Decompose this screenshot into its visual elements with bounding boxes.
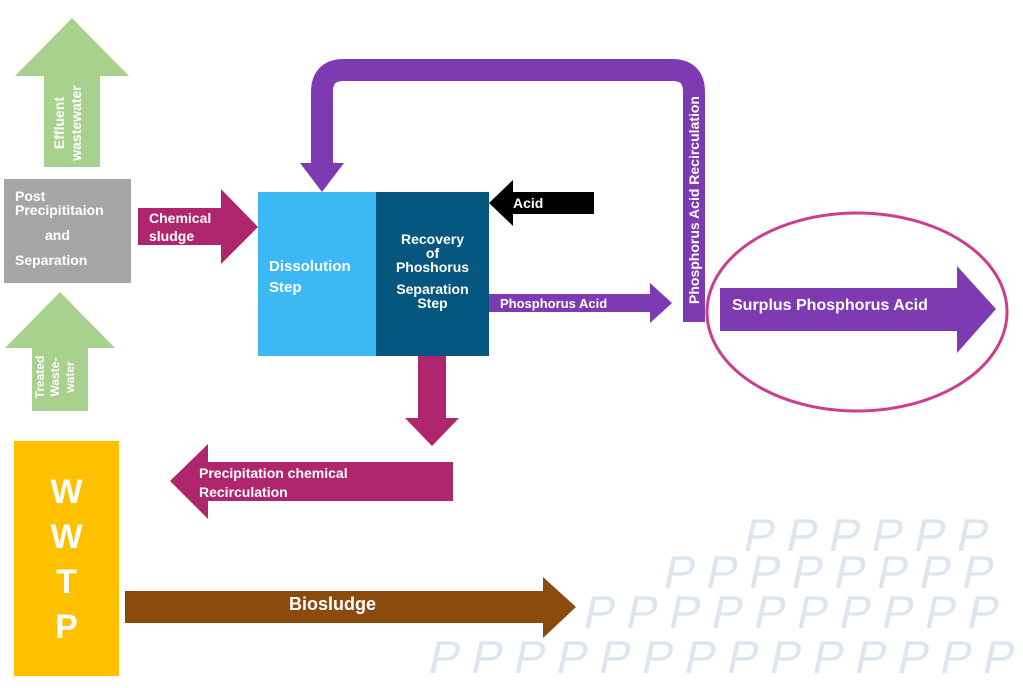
- dissolution-label: Dissolution Step: [269, 256, 351, 298]
- post-label-line: and: [45, 227, 70, 243]
- recovery-label-line: Recovery: [400, 231, 465, 247]
- wwtp-letter: W: [50, 518, 83, 556]
- dissolution-label-line: Dissolution: [269, 258, 351, 275]
- wwtp-letter: W: [50, 473, 83, 511]
- acid-arrow: [489, 180, 594, 226]
- effluent-label: Effluent wastewater: [51, 28, 91, 218]
- recirculation-loop: [311, 59, 705, 322]
- chemical-sludge-line: Chemical: [149, 210, 212, 226]
- treated-arrow: [5, 292, 115, 411]
- acid-label: Acid: [513, 195, 544, 211]
- surplus-label: Surplus Phosphorus Acid: [732, 297, 928, 314]
- recirculation-arrowhead: [300, 163, 344, 192]
- dissolution-label-line: Step: [269, 279, 302, 296]
- chemical-sludge-label: Chemical sludge: [149, 209, 211, 245]
- wwtp-letter: T: [56, 563, 77, 601]
- chemical-sludge-arrow: [138, 189, 258, 264]
- precipitation-recirculation-line: Recirculation: [199, 484, 288, 500]
- wwtp-label: W W T P: [14, 470, 119, 650]
- effluent-label-line: Effluent: [51, 96, 67, 150]
- treated-label-line: water: [63, 361, 77, 393]
- precipitation-recirculation-arrow: [170, 444, 453, 519]
- recovery-box: [376, 192, 489, 356]
- effluent-arrow: [15, 18, 129, 167]
- effluent-label-line: wastewater: [68, 85, 84, 161]
- phosphorus-acid-arrow: [489, 283, 672, 323]
- recovery-label-line: Phoshorus: [395, 259, 470, 275]
- treated-label-line: Treated: [33, 355, 47, 399]
- recirculation-label: Phosphorus Acid Recirculation: [686, 96, 702, 304]
- phosphorus-acid-label: Phosphorus Acid: [500, 296, 608, 311]
- biosludge-label: Biosludge: [289, 594, 377, 614]
- recovery-label-line: Step: [417, 295, 448, 311]
- treated-label-line: Waste-: [48, 357, 62, 397]
- precipitation-recirculation-label: Precipitation chemical Recirculation: [199, 464, 348, 502]
- treated-label: Treated Waste- water: [33, 317, 83, 437]
- recovery-label-line: of: [425, 245, 440, 261]
- dissolution-box: [258, 192, 376, 356]
- post-label-line: Separation: [15, 252, 88, 268]
- post-precipitation-box: [4, 179, 131, 283]
- wwtp-box: [14, 441, 119, 676]
- recovery-label-line: Separation: [396, 281, 469, 297]
- biosludge-arrow: [125, 577, 576, 638]
- recovery-down-arrow: [405, 356, 459, 446]
- recovery-label: Recovery of Phoshorus Separation Step: [376, 232, 489, 310]
- wwtp-letter: P: [55, 608, 78, 646]
- surplus-ellipse: [705, 211, 1009, 413]
- surplus-arrow: [720, 266, 996, 353]
- post-label-line: Post: [15, 188, 46, 204]
- post-label-line: Precipititaion: [15, 202, 104, 218]
- precipitation-recirculation-line: Precipitation chemical: [199, 465, 348, 481]
- chemical-sludge-line: sludge: [149, 228, 195, 244]
